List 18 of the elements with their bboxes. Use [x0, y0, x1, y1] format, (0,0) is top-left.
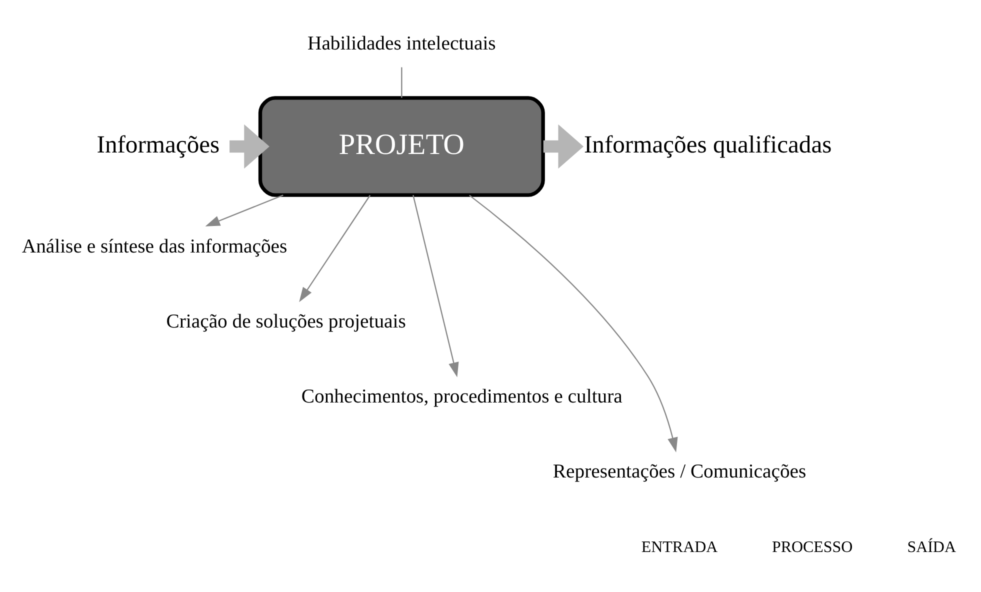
arrow [469, 194, 678, 452]
arrow [205, 194, 284, 226]
arrow [543, 124, 584, 168]
node-text: Criação de soluções projetuais [166, 310, 406, 332]
arrow [230, 124, 270, 168]
label: SAÍDA [907, 538, 956, 556]
node-text: Informações [96, 131, 220, 158]
node-text: Habilidades intelectuais [308, 32, 496, 54]
node-text: Análise e síntese das informações [22, 235, 288, 258]
label: ENTRADA [641, 538, 718, 556]
arrow [412, 194, 459, 377]
label: PROCESSO [772, 538, 853, 556]
arrow [299, 194, 371, 302]
node-box: PROJETO [258, 96, 545, 196]
node-text: Representações / Comunicações [552, 460, 806, 482]
node-text: Informações qualificadas [584, 131, 832, 158]
node-text: Conhecimentos, procedimentos e cultura [301, 385, 622, 408]
connector [401, 66, 402, 98]
